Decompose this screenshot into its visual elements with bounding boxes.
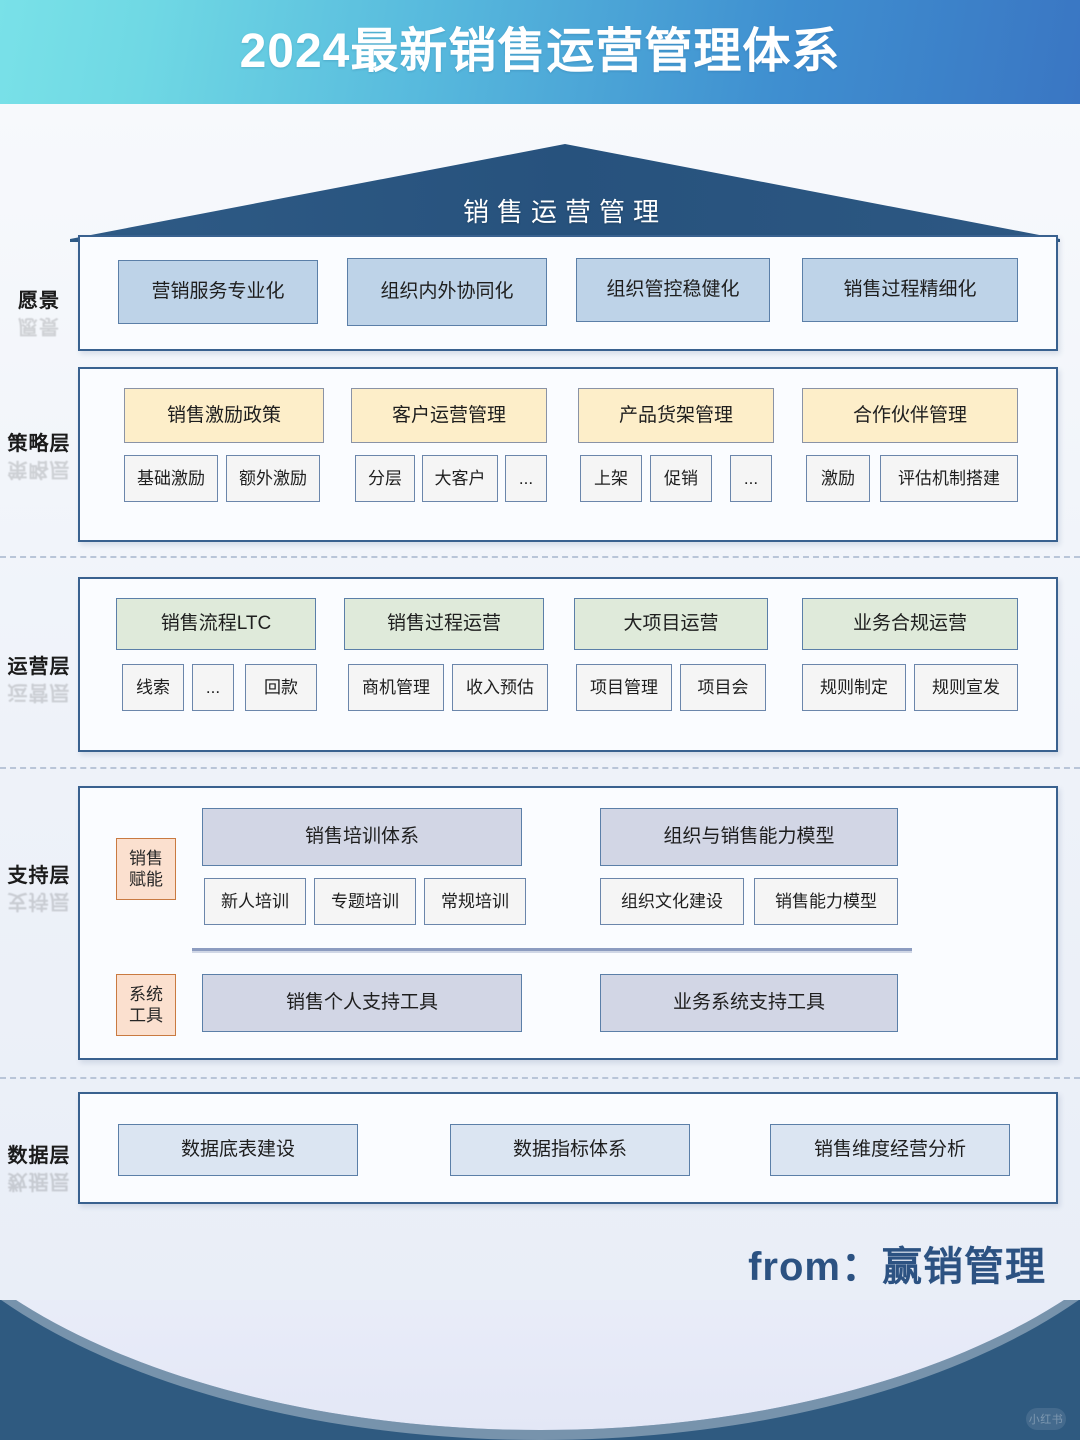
- operation-item-2-2[interactable]: 收入预估: [452, 664, 548, 711]
- operation-panel: 销售流程LTC 线索 ... 回款 销售过程运营 商机管理 收入预估 大项目运营…: [78, 577, 1058, 752]
- operation-item-3-2[interactable]: 项目会: [680, 664, 766, 711]
- support-header-1[interactable]: 销售培训体系: [202, 808, 522, 866]
- support-tag-enablement-line2: 赋能: [129, 870, 163, 889]
- operation-header-4[interactable]: 业务合规运营: [802, 598, 1018, 650]
- separator-1: [0, 556, 1080, 558]
- operation-item-3-1[interactable]: 项目管理: [576, 664, 672, 711]
- support-header-4[interactable]: 业务系统支持工具: [600, 974, 898, 1032]
- layer-label-strategy-reflection: 策略层: [7, 458, 71, 480]
- support-header-3[interactable]: 销售个人支持工具: [202, 974, 522, 1032]
- layer-label-strategy: 策略层 策略层: [0, 427, 78, 486]
- header-banner: 2024最新销售运营管理体系: [0, 0, 1080, 104]
- strategy-item-4-2[interactable]: 评估机制搭建: [880, 455, 1018, 502]
- support-item-2-1[interactable]: 组织文化建设: [600, 878, 744, 925]
- layer-label-data-text: 数据层: [7, 1145, 71, 1167]
- support-tag-enablement[interactable]: 销售 赋能: [116, 838, 176, 900]
- strategy-item-1-1[interactable]: 基础激励: [124, 455, 218, 502]
- data-box-3[interactable]: 销售维度经营分析: [770, 1124, 1010, 1176]
- separator-3: [0, 1077, 1080, 1079]
- support-tag-enablement-line1: 销售: [129, 848, 163, 868]
- attribution-text: from：赢销管理: [748, 1245, 1046, 1289]
- operation-header-3[interactable]: 大项目运营: [574, 598, 768, 650]
- vision-panel: 营销服务专业化 组织内外协同化 组织管控稳健化 销售过程精细化: [78, 235, 1058, 351]
- operation-item-1-2[interactable]: ...: [192, 664, 234, 711]
- layer-label-support: 支持层 支持层: [0, 859, 78, 918]
- support-tag-systools-line1: 系统: [129, 984, 163, 1004]
- layer-label-data-reflection: 数据层: [7, 1170, 71, 1192]
- vision-box-1[interactable]: 营销服务专业化: [118, 260, 318, 324]
- strategy-item-1-2[interactable]: 额外激励: [226, 455, 320, 502]
- footer-decoration: 小红书: [0, 1300, 1080, 1440]
- vision-box-4[interactable]: 销售过程精细化: [802, 258, 1018, 322]
- roof-label: 销售运营管理: [462, 197, 667, 227]
- operation-item-2-1[interactable]: 商机管理: [348, 664, 444, 711]
- strategy-header-3[interactable]: 产品货架管理: [578, 388, 774, 443]
- support-divider: [192, 948, 912, 951]
- strategy-header-1[interactable]: 销售激励政策: [124, 388, 324, 443]
- diagram-canvas: 销售运营管理 愿景 愿景 策略层 策略层 运营层 运营层 支持层 支持层 数据层…: [0, 104, 1080, 1300]
- strategy-item-4-1[interactable]: 激励: [806, 455, 870, 502]
- support-tag-systools-line2: 工具: [129, 1006, 163, 1025]
- operation-item-1-1[interactable]: 线索: [122, 664, 184, 711]
- layer-label-support-text: 支持层: [7, 865, 71, 887]
- page-title: 2024最新销售运营管理体系: [239, 25, 841, 78]
- operation-item-4-1[interactable]: 规则制定: [802, 664, 906, 711]
- data-panel: 数据底表建设 数据指标体系 销售维度经营分析: [78, 1092, 1058, 1204]
- strategy-header-4[interactable]: 合作伙伴管理: [802, 388, 1018, 443]
- support-item-1-3[interactable]: 常规培训: [424, 878, 526, 925]
- vision-box-3[interactable]: 组织管控稳健化: [576, 258, 770, 322]
- layer-label-data: 数据层 数据层: [0, 1139, 78, 1198]
- support-item-2-2[interactable]: 销售能力模型: [754, 878, 898, 925]
- vision-box-2[interactable]: 组织内外协同化: [347, 258, 547, 326]
- strategy-item-2-1[interactable]: 分层: [355, 455, 415, 502]
- layer-label-support-reflection: 支持层: [7, 890, 71, 912]
- support-item-1-1[interactable]: 新人培训: [204, 878, 306, 925]
- data-box-1[interactable]: 数据底表建设: [118, 1124, 358, 1176]
- strategy-item-3-2[interactable]: 促销: [650, 455, 712, 502]
- strategy-item-3-3[interactable]: ...: [730, 455, 772, 502]
- operation-header-1[interactable]: 销售流程LTC: [116, 598, 316, 650]
- support-header-2[interactable]: 组织与销售能力模型: [600, 808, 898, 866]
- support-panel: 销售 赋能 销售培训体系 新人培训 专题培训 常规培训 组织与销售能力模型 组织…: [78, 786, 1058, 1060]
- support-tag-systools[interactable]: 系统 工具: [116, 974, 176, 1036]
- strategy-item-3-1[interactable]: 上架: [580, 455, 642, 502]
- strategy-item-2-3[interactable]: ...: [505, 455, 547, 502]
- strategy-item-2-2[interactable]: 大客户: [422, 455, 498, 502]
- layer-label-operation-reflection: 运营层: [7, 681, 71, 703]
- footer-arc-shape: [0, 1300, 1080, 1430]
- layer-label-operation: 运营层 运营层: [0, 650, 78, 709]
- strategy-panel: 销售激励政策 基础激励 额外激励 客户运营管理 分层 大客户 ... 产品货架管…: [78, 367, 1058, 542]
- layer-label-vision-reflection: 愿景: [18, 315, 60, 337]
- layer-label-vision: 愿景 愿景: [0, 284, 78, 343]
- separator-2: [0, 767, 1080, 769]
- operation-header-2[interactable]: 销售过程运营: [344, 598, 544, 650]
- operation-item-1-3[interactable]: 回款: [245, 664, 317, 711]
- layer-label-operation-text: 运营层: [7, 656, 71, 678]
- roof-shape: 销售运营管理: [70, 144, 1060, 242]
- operation-item-4-2[interactable]: 规则宣发: [914, 664, 1018, 711]
- support-item-1-2[interactable]: 专题培训: [314, 878, 416, 925]
- watermark-badge: 小红书: [1026, 1408, 1066, 1430]
- layer-label-vision-text: 愿景: [18, 290, 60, 312]
- data-box-2[interactable]: 数据指标体系: [450, 1124, 690, 1176]
- layer-label-strategy-text: 策略层: [7, 433, 71, 455]
- strategy-header-2[interactable]: 客户运营管理: [351, 388, 547, 443]
